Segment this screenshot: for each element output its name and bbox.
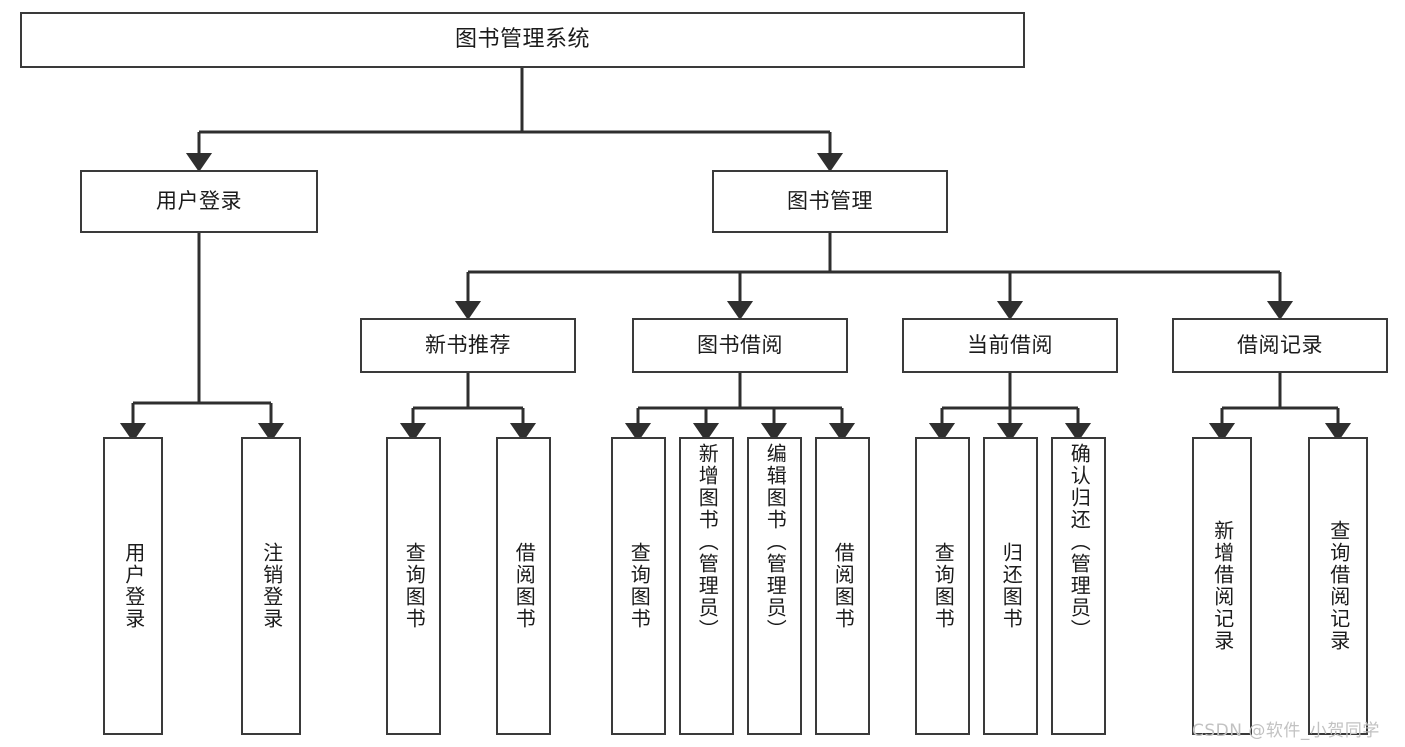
leaf-current-borrow-confirm-return-admin[interactable]: 确认归还（管理员） bbox=[1051, 437, 1106, 735]
node-label: 查询借阅记录 bbox=[1326, 520, 1351, 652]
node-label: 查询图书 bbox=[931, 542, 956, 630]
leaf-new-book-borrow-book[interactable]: 借阅图书 bbox=[496, 437, 551, 735]
leaf-new-book-query-book[interactable]: 查询图书 bbox=[386, 437, 441, 735]
node-label: 借阅记录 bbox=[1237, 333, 1323, 358]
leaf-book-borrow-query-book[interactable]: 查询图书 bbox=[611, 437, 666, 735]
node-label: 图书管理系统 bbox=[454, 27, 590, 53]
node-label: 当前借阅 bbox=[967, 333, 1053, 358]
node-user-login[interactable]: 用户登录 bbox=[80, 170, 318, 233]
node-label: 用户登录 bbox=[156, 189, 242, 214]
leaf-book-borrow-edit-book-admin[interactable]: 编辑图书（管理员） bbox=[747, 437, 802, 735]
node-borrow-record[interactable]: 借阅记录 bbox=[1172, 318, 1388, 373]
node-label: 借阅图书 bbox=[831, 542, 856, 630]
node-book-management[interactable]: 图书管理 bbox=[712, 170, 948, 233]
node-label: 借阅图书 bbox=[512, 542, 537, 630]
node-label: 新增图书（管理员） bbox=[695, 443, 720, 641]
node-root-book-management-system[interactable]: 图书管理系统 bbox=[20, 12, 1025, 68]
node-label: 用户登录 bbox=[121, 542, 146, 630]
node-label: 归还图书 bbox=[999, 542, 1024, 630]
node-label: 查询图书 bbox=[402, 542, 427, 630]
node-book-borrow[interactable]: 图书借阅 bbox=[632, 318, 848, 373]
leaf-borrow-record-query-record[interactable]: 查询借阅记录 bbox=[1308, 437, 1368, 735]
leaf-borrow-record-add-record[interactable]: 新增借阅记录 bbox=[1192, 437, 1252, 735]
node-label: 注销登录 bbox=[259, 542, 284, 630]
node-label: 图书管理 bbox=[787, 189, 873, 214]
node-label: 查询图书 bbox=[627, 542, 652, 630]
leaf-book-borrow-borrow-book[interactable]: 借阅图书 bbox=[815, 437, 870, 735]
node-label: 编辑图书（管理员） bbox=[763, 443, 788, 641]
node-label: 新增借阅记录 bbox=[1210, 520, 1235, 652]
leaf-current-borrow-return-book[interactable]: 归还图书 bbox=[983, 437, 1038, 735]
node-label: 确认归还（管理员） bbox=[1067, 443, 1092, 641]
node-current-borrow[interactable]: 当前借阅 bbox=[902, 318, 1118, 373]
node-new-book-recommend[interactable]: 新书推荐 bbox=[360, 318, 576, 373]
leaf-user-login-login[interactable]: 用户登录 bbox=[103, 437, 163, 735]
node-label: 新书推荐 bbox=[425, 333, 511, 358]
leaf-user-login-logout[interactable]: 注销登录 bbox=[241, 437, 301, 735]
node-label: 图书借阅 bbox=[697, 333, 783, 358]
leaf-current-borrow-query-book[interactable]: 查询图书 bbox=[915, 437, 970, 735]
leaf-book-borrow-add-book-admin[interactable]: 新增图书（管理员） bbox=[679, 437, 734, 735]
